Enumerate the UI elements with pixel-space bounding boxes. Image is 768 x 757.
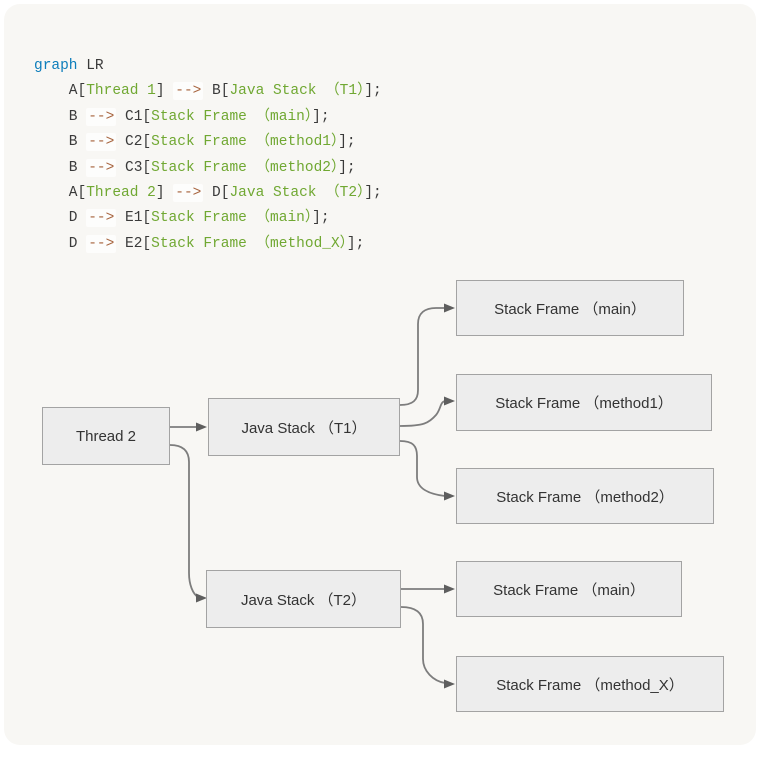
code-token-pl: B [34, 159, 87, 176]
code-token-pl: C2[ [116, 134, 152, 151]
code-token-str: Stack Frame （method2） [151, 159, 339, 176]
code-token-pl: B [34, 134, 87, 151]
code-token-op: --> [86, 209, 117, 228]
diagram-node-B: Java Stack （T1） [208, 398, 400, 456]
diagram-node-label: Java Stack （T1） [241, 419, 367, 437]
code-token-str: Thread 1 [86, 83, 156, 100]
code-line: A[Thread 2] --> D[Java Stack （T2）]; [34, 181, 382, 206]
diagram-node-label: Stack Frame （method_X） [496, 676, 684, 694]
arrowhead-D-E1 [444, 584, 455, 594]
code-token-str: Thread 2 [86, 184, 156, 201]
code-token-pl: ]; [312, 108, 330, 125]
code-token-op: --> [86, 158, 117, 177]
code-token-op: --> [86, 107, 117, 126]
code-token-pl: C3[ [116, 159, 152, 176]
code-token-pl: D [34, 235, 87, 252]
code-token-str: Stack Frame （main） [151, 210, 313, 227]
code-line: graph LR [34, 54, 382, 79]
code-token-pl: ]; [346, 235, 365, 252]
edge-B-C3 [399, 440, 446, 497]
arrowhead-A-D [196, 593, 207, 603]
mermaid-code-block: graph LR A[Thread 1] --> B[Java Stack （T… [34, 54, 382, 257]
diagram-node-label: Thread 2 [75, 427, 137, 445]
code-token-str: Java Stack （T2） [229, 184, 365, 201]
code-token-pl: E2[ [116, 235, 152, 252]
flowchart-edges [169, 303, 455, 689]
diagram-node-C2: Stack Frame （method1） [456, 374, 712, 431]
code-token-pl: ]; [364, 83, 382, 100]
diagram-node-label: Stack Frame （method2） [496, 488, 674, 506]
edge-B-C2 [399, 400, 446, 427]
edge-D-E2 [400, 606, 446, 684]
code-token-pl: A[ [34, 184, 87, 201]
edge-A-D [169, 444, 199, 598]
code-line: D --> E1[Stack Frame （main）]; [34, 206, 382, 231]
code-line: B --> C1[Stack Frame （main）]; [34, 105, 382, 130]
edge-B-C1 [399, 307, 445, 406]
diagram-node-label: Java Stack （T2） [240, 591, 367, 609]
diagram-node-E2: Stack Frame （method_X） [456, 656, 724, 712]
code-token-str: Stack Frame （method_X） [151, 235, 347, 252]
code-token-pl: ]; [338, 159, 356, 176]
code-token-op: --> [173, 183, 204, 202]
code-line: B --> C3[Stack Frame （method2）]; [34, 156, 382, 181]
code-token-pl: C1[ [116, 108, 152, 125]
code-token-str: Java Stack （T1） [229, 83, 365, 100]
code-token-pl: B [34, 108, 87, 125]
code-token-pl: ] [155, 83, 174, 100]
diagram-node-label: Stack Frame （main） [494, 300, 646, 318]
code-token-str: Stack Frame （main） [151, 108, 313, 125]
diagram-node-A: Thread 2 [42, 407, 170, 465]
code-token-pl: A[ [34, 83, 87, 100]
code-line: A[Thread 1] --> B[Java Stack （T1）]; [34, 79, 382, 104]
code-token-pl: ]; [338, 134, 356, 151]
code-token-pl: D [34, 210, 87, 227]
code-token-pl: E1[ [116, 210, 152, 227]
code-line: D --> E2[Stack Frame （method_X）]; [34, 232, 382, 257]
code-token-kw: graph [34, 58, 78, 74]
arrowhead-B-C3 [444, 491, 455, 501]
code-token-str: Stack Frame （method1） [151, 134, 339, 151]
code-token-pl: ] [155, 184, 174, 201]
arrowhead-D-E2 [444, 679, 455, 689]
diagram-node-D: Java Stack （T2） [206, 570, 401, 628]
code-token-pl: LR [77, 58, 104, 74]
code-token-pl: ]; [312, 210, 330, 227]
markdown-preview-panel: graph LR A[Thread 1] --> B[Java Stack （T… [4, 4, 756, 745]
code-line: B --> C2[Stack Frame （method1）]; [34, 130, 382, 155]
code-token-pl: D[ [203, 184, 230, 201]
arrowhead-A-B [196, 422, 207, 432]
code-token-op: --> [86, 234, 117, 253]
arrowhead-B-C1 [444, 303, 455, 313]
code-token-op: --> [86, 133, 117, 152]
code-token-op: --> [173, 82, 204, 101]
arrowhead-B-C2 [444, 396, 455, 406]
diagram-node-C3: Stack Frame （method2） [456, 468, 714, 524]
diagram-node-label: Stack Frame （main） [493, 581, 645, 599]
diagram-node-label: Stack Frame （method1） [495, 395, 673, 412]
code-token-pl: ]; [364, 184, 382, 201]
diagram-node-C1: Stack Frame （main） [456, 280, 684, 336]
diagram-node-E1: Stack Frame （main） [456, 561, 682, 617]
code-token-pl: B[ [203, 83, 230, 100]
